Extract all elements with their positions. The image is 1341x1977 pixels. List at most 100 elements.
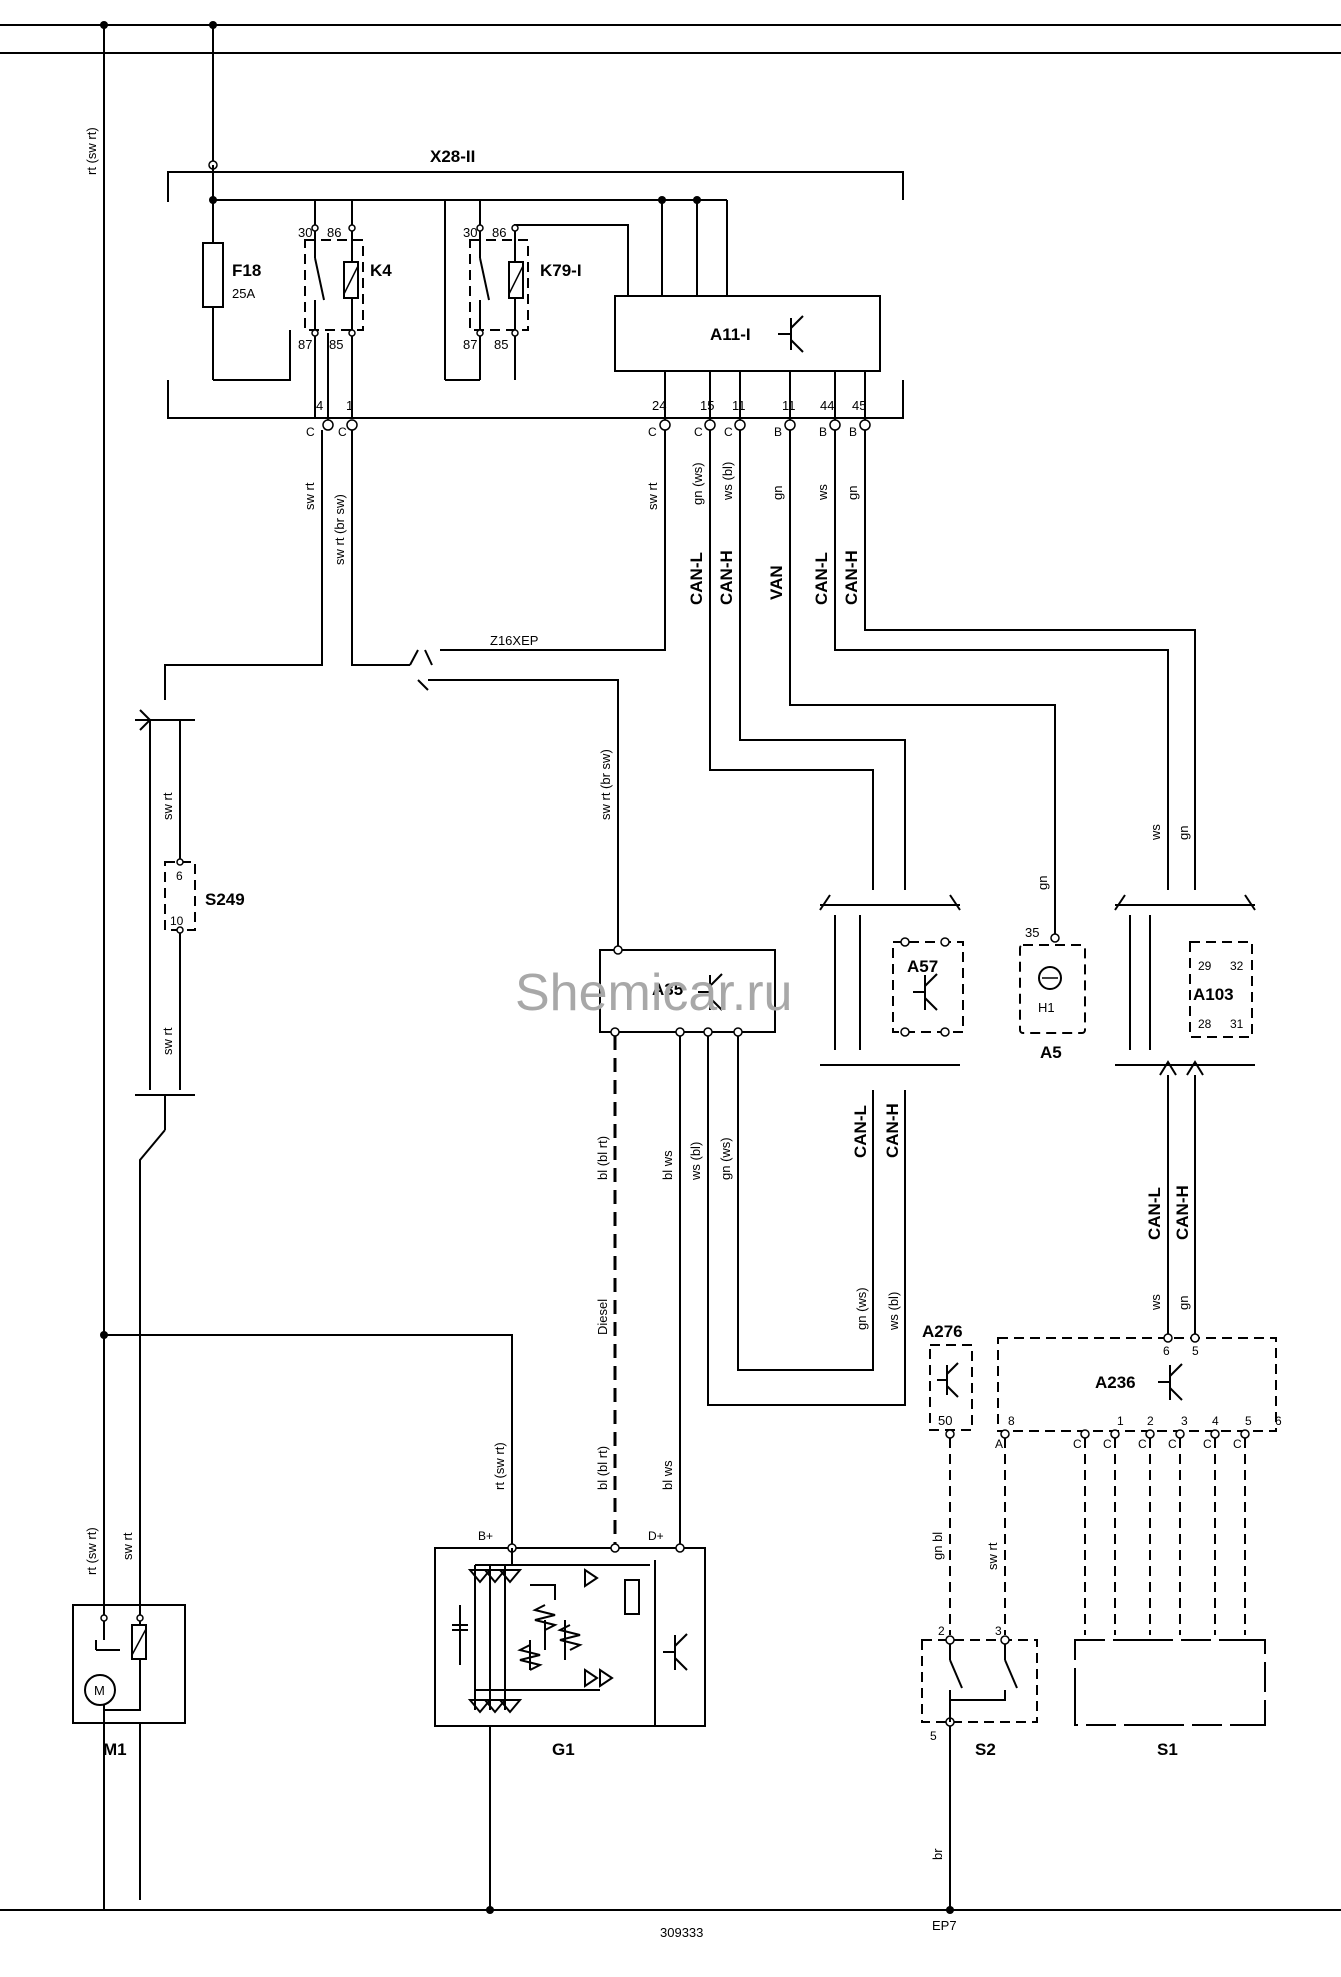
signal-can-h-a103: CAN-H: [1173, 1185, 1192, 1240]
wire-ws-bl-a35: ws (bl): [688, 1142, 703, 1181]
x28-pin-11b: 11: [782, 398, 796, 413]
signal-can-h-a57: CAN-H: [883, 1103, 902, 1158]
wire-sw-rt-br-sw-a35: sw rt (br sw): [598, 749, 613, 820]
A236-conn-c1: C: [1073, 1437, 1082, 1451]
wire-gn-a5: gn: [1035, 876, 1050, 890]
A103-pin-32: 32: [1230, 959, 1244, 973]
switch-S1: [1074, 1639, 1266, 1726]
A236-conn-c2: C: [1103, 1437, 1112, 1451]
wire-gn-ws-p15: gn (ws): [690, 462, 705, 505]
M1-label: M1: [103, 1740, 127, 1759]
K79-pin-85: 85: [494, 337, 508, 352]
A5-inner-H1: H1: [1038, 1000, 1055, 1015]
module-A5: [1019, 933, 1086, 1034]
wire-ws-bl-p11: ws (bl): [720, 462, 735, 501]
ground-point-ep7: EP7: [932, 1918, 957, 1933]
wire-sw-rt-p4: sw rt: [302, 482, 317, 510]
conn-letter-c4: C: [694, 425, 703, 439]
conn-letter-b3: B: [849, 425, 857, 439]
M1-motor-letter: M: [94, 1683, 105, 1698]
conn-letter-c2: C: [338, 425, 347, 439]
A236-pin-6: 6: [1275, 1414, 1282, 1428]
S2-pin-3: 3: [995, 1624, 1002, 1638]
A236-pin-1: 1: [1117, 1414, 1124, 1428]
wire-sw-rt-s249-bot: sw rt: [160, 1027, 175, 1055]
x28-internal-wiring: [209, 165, 728, 418]
A57-label: A57: [907, 957, 938, 976]
supply-rails: [0, 21, 1341, 1911]
wire-ws-p44: ws: [815, 484, 830, 501]
wire-diesel: Diesel: [595, 1299, 610, 1335]
A236-conn-a: A: [995, 1437, 1003, 1451]
A236-conn-c6: C: [1233, 1437, 1242, 1451]
signal-can-l-a103: CAN-L: [1145, 1187, 1164, 1240]
wire-gn-bl: gn bl: [930, 1532, 945, 1560]
K79-pin-87: 87: [463, 337, 477, 352]
signal-can-l-1: CAN-L: [687, 552, 706, 605]
x28-box: [167, 171, 904, 419]
wire-gn-a236: gn: [1176, 1296, 1191, 1310]
wire-z16xep: Z16XEP: [490, 633, 538, 648]
S249-label: S249: [205, 890, 245, 909]
A276-label: A276: [922, 1322, 963, 1341]
alternator-G1: [434, 1543, 706, 1914]
wire-rt-sw-rt-m1: rt (sw rt): [84, 1527, 99, 1575]
A236-pin-5: 5: [1245, 1414, 1252, 1428]
A5-pin-35: 35: [1025, 925, 1039, 940]
wire-gn-ws-a35: gn (ws): [718, 1137, 733, 1180]
A103-pin-28: 28: [1198, 1017, 1212, 1031]
x28-outgoing-wires: [164, 430, 1196, 950]
S2-pin-2: 2: [938, 1624, 945, 1638]
signal-can-h-1: CAN-H: [717, 550, 736, 605]
x28-pin-24: 24: [652, 398, 666, 413]
A276-pin-50: 50: [938, 1413, 952, 1428]
S249-pin-6: 6: [176, 869, 183, 883]
A103-label: A103: [1193, 985, 1234, 1004]
wire-bl-ws-2: bl ws: [660, 1460, 675, 1490]
wire-sw-rt-s249-top: sw rt: [160, 792, 175, 820]
module-A57: [819, 894, 964, 1066]
conn-letter-b2: B: [819, 425, 827, 439]
wire-gn-a103: gn: [1176, 826, 1191, 840]
module-A276: [929, 1344, 973, 1635]
A236-pin-3: 3: [1181, 1414, 1188, 1428]
signal-can-l-a57: CAN-L: [851, 1105, 870, 1158]
x28-pin-1: 1: [346, 398, 353, 413]
A236-label: A236: [1095, 1373, 1136, 1392]
A103-pin-29: 29: [1198, 959, 1212, 973]
relay-K79: [469, 224, 529, 337]
wire-bl-bl-rt-2: bl (bl rt): [595, 1446, 610, 1490]
wire-bl-bl-rt-1: bl (bl rt): [595, 1136, 610, 1180]
module-A11: [614, 295, 881, 372]
K4-pin-87: 87: [298, 337, 312, 352]
K4-label: K4: [370, 261, 392, 280]
A236-pin-6-top: 6: [1163, 1344, 1170, 1358]
x28-label: X28-II: [430, 147, 475, 166]
wire-bl-ws-1: bl ws: [660, 1150, 675, 1180]
wire-br: br: [930, 1848, 945, 1860]
A103-pin-31: 31: [1230, 1017, 1244, 1031]
motor-M1: [72, 1331, 513, 1740]
wire-label-rt-sw-rt-top: rt (sw rt): [84, 127, 99, 175]
conn-letter-b1: B: [774, 425, 782, 439]
A236-pin-8: 8: [1008, 1414, 1015, 1428]
G1-b-plus: B+: [478, 1529, 493, 1543]
K4-pin-86: 86: [327, 225, 341, 240]
switch-S2: [921, 1635, 1038, 1914]
module-A103: [1114, 894, 1256, 1340]
A236-pin-4: 4: [1212, 1414, 1219, 1428]
A236-pin-5-top: 5: [1192, 1344, 1199, 1358]
S2-label: S2: [975, 1740, 996, 1759]
x28-pin-4: 4: [316, 398, 323, 413]
A236-conn-c4: C: [1168, 1437, 1177, 1451]
wire-sw-rt-m1: sw rt: [120, 1532, 135, 1560]
wire-rt-sw-rt-g1: rt (sw rt): [492, 1442, 507, 1490]
wire-sw-rt-br-sw-p1: sw rt (br sw): [332, 494, 347, 565]
x28-pin-15: 15: [700, 398, 714, 413]
watermark: Shemicar.ru: [515, 964, 792, 1022]
signal-can-l-2: CAN-L: [812, 552, 831, 605]
wire-ws-a236: ws: [1148, 1294, 1163, 1311]
conn-letter-c3: C: [648, 425, 657, 439]
K79-pin-30: 30: [463, 225, 477, 240]
